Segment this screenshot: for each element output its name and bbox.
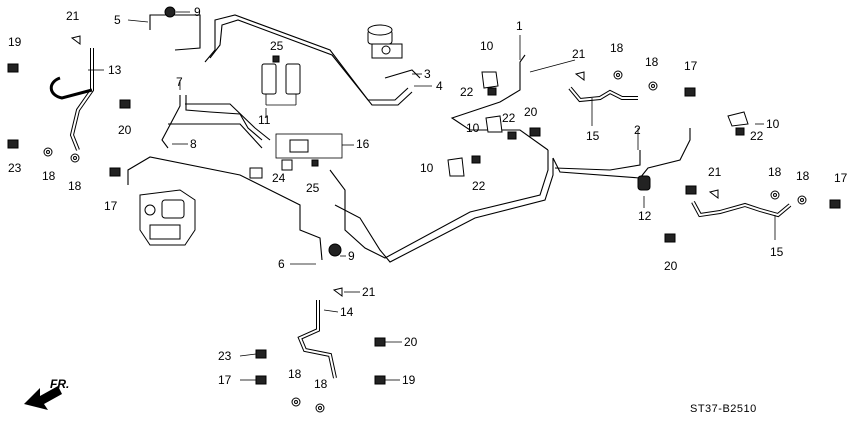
callout-4: 4 (436, 79, 443, 93)
callout-18: 18 (796, 169, 810, 183)
callout-17: 17 (684, 59, 698, 73)
callout-20: 20 (524, 105, 538, 119)
brake-hoses (49, 48, 792, 379)
callout-15: 15 (586, 129, 600, 143)
hardware (7, 6, 841, 413)
proportioning-valve (261, 63, 301, 106)
callout-16: 16 (356, 137, 370, 151)
callout-19: 19 (8, 35, 22, 49)
direction-label: FR. (50, 377, 69, 391)
callout-10: 10 (766, 117, 780, 131)
callout-24: 24 (272, 171, 286, 185)
callout-25: 25 (306, 181, 320, 195)
callout-23: 23 (8, 161, 22, 175)
callout-10: 10 (480, 39, 494, 53)
diagram-code: ST37-B2510 (690, 403, 757, 415)
callout-22: 22 (750, 129, 764, 143)
callout-17: 17 (104, 199, 118, 213)
callout-22: 22 (502, 111, 516, 125)
callout-5: 5 (114, 13, 121, 27)
callout-7: 7 (176, 75, 183, 89)
callout-20: 20 (664, 259, 678, 273)
callout-labels: 21 5 9 19 13 25 1 10 21 18 18 17 3 4 7 2… (8, 5, 848, 391)
callout-13: 13 (108, 63, 122, 77)
callout-22: 22 (472, 179, 486, 193)
callout-15: 15 (770, 245, 784, 259)
abs-modulator (139, 189, 196, 246)
callout-11: 11 (258, 113, 271, 127)
callout-12: 12 (638, 209, 652, 223)
callout-10: 10 (420, 161, 434, 175)
callout-17: 17 (218, 373, 232, 387)
callout-25: 25 (270, 39, 284, 53)
callout-21: 21 (708, 165, 722, 179)
callout-22: 22 (460, 85, 474, 99)
callout-9: 9 (348, 249, 355, 263)
callout-18: 18 (610, 41, 624, 55)
callout-18: 18 (68, 179, 82, 193)
callout-20: 20 (404, 335, 418, 349)
brake-pipes (127, 14, 691, 263)
callout-18: 18 (768, 165, 782, 179)
callout-20: 20 (118, 123, 132, 137)
callout-23: 23 (218, 349, 232, 363)
callout-3: 3 (424, 67, 431, 81)
callout-6: 6 (278, 257, 285, 271)
callout-18: 18 (42, 169, 56, 183)
callout-18: 18 (288, 367, 302, 381)
callout-21: 21 (66, 9, 80, 23)
callout-19: 19 (402, 373, 416, 387)
master-cylinder (367, 24, 403, 59)
leader-lines (88, 11, 776, 381)
callout-2: 2 (634, 123, 641, 137)
front-direction-arrow-icon (24, 386, 62, 410)
callout-21: 21 (362, 285, 376, 299)
callout-18: 18 (645, 55, 659, 69)
callout-10: 10 (466, 121, 480, 135)
callout-8: 8 (190, 137, 197, 151)
callout-9: 9 (194, 5, 201, 19)
callout-17: 17 (834, 171, 848, 185)
callout-1: 1 (516, 19, 523, 33)
junction-block (249, 133, 343, 179)
callout-18: 18 (314, 377, 328, 391)
callout-21: 21 (572, 47, 586, 61)
callout-14: 14 (340, 305, 354, 319)
